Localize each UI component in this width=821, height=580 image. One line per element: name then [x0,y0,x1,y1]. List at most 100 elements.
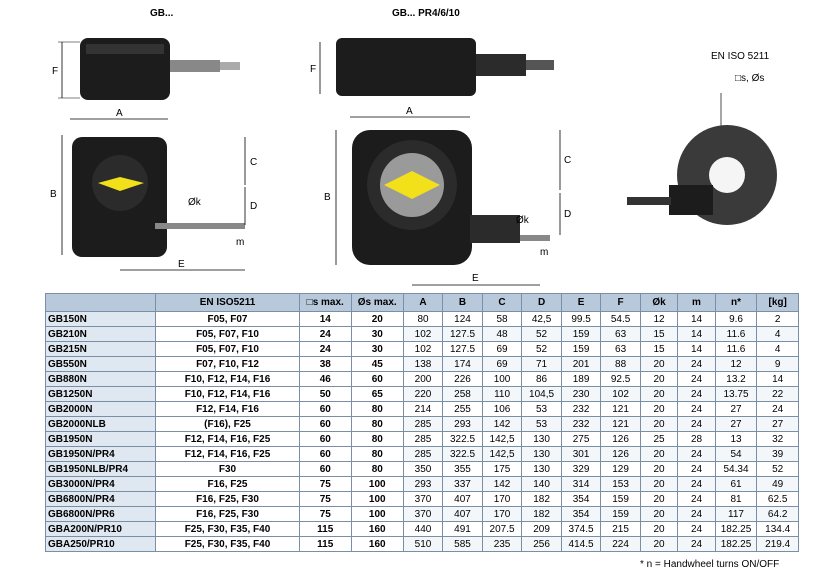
table-cell: F30 [155,461,300,477]
table-cell: 20 [639,521,679,537]
caption-right: GB... PR4/6/10 [392,8,460,19]
table-cell: 48 [481,326,523,342]
table-header-row: EN ISO5211 □s max. Øs max. A B C D E F Ø… [44,293,799,312]
table-cell: 63 [600,341,641,357]
table-cell: 54.5 [600,311,641,327]
table-cell: 215 [600,521,641,537]
table-cell: 13.2 [714,371,758,387]
table-cell: 102 [402,341,444,357]
table-cell: 20 [639,416,679,432]
table-cell: 20 [639,446,679,462]
header-cell: F [600,293,641,312]
table-cell: 329 [560,461,602,477]
model-cell: GB6800N/PR6 [44,506,157,522]
table-cell: 11.6 [714,326,758,342]
table-cell: 129 [600,461,641,477]
table-cell: 13.75 [714,386,758,402]
table-cell: 27 [756,416,799,432]
table-cell: F12, F14, F16, F25 [155,446,300,462]
dim-C-left: C [250,157,257,168]
table-cell: 104,5 [521,386,562,402]
table-cell: 200 [402,371,444,387]
header-cell: B [442,293,483,312]
table-cell: 130 [521,431,562,447]
table-cell: 60 [298,446,352,462]
header-cell: EN ISO5211 [155,293,300,312]
table-cell: 301 [560,446,602,462]
table-cell: 124 [442,311,483,327]
table-cell: 140 [521,476,562,492]
table-cell: 100 [481,371,523,387]
model-cell: GB1950NLB/PR4 [44,461,157,477]
table-cell: 100 [350,491,404,507]
table-cell: F05, F07, F10 [155,341,300,357]
table-cell: 175 [481,461,523,477]
table-cell: 61 [714,476,758,492]
table-cell: 127.5 [442,341,483,357]
table-cell: 293 [442,416,483,432]
table-cell: 92.5 [600,371,641,387]
header-cell: m [677,293,716,312]
dim-F-left: F [52,66,58,77]
table-cell: 322.5 [442,446,483,462]
table-cell: 407 [442,506,483,522]
table-cell: F05, F07, F10 [155,326,300,342]
caption-left: GB... [150,8,174,19]
table-cell: 491 [442,521,483,537]
table-cell: 138 [402,356,444,372]
table-cell: 20 [639,371,679,387]
table-cell: 62.5 [756,491,799,507]
table-cell: 255 [442,401,483,417]
table-cell: 414.5 [560,536,602,552]
table-cell: 117 [714,506,758,522]
model-cell: GB210N [44,326,157,342]
table-cell: 214 [402,401,444,417]
table-cell: 71 [521,356,562,372]
dim-F-right: F [310,64,316,75]
table-cell: 58 [481,311,523,327]
table-cell: 182 [521,506,562,522]
table-cell: 60 [350,371,404,387]
table-cell: 370 [402,491,444,507]
table-cell: 258 [442,386,483,402]
model-cell: GB215N [44,341,157,357]
table-cell: 121 [600,416,641,432]
table-cell: 24 [677,491,716,507]
table-cell: 115 [298,521,352,537]
table-cell: F16, F25 [155,476,300,492]
table-cell: 182.25 [714,536,758,552]
table-cell: 24 [677,416,716,432]
table-cell: 20 [639,401,679,417]
table-cell: 9.6 [714,311,758,327]
table-cell: 24 [677,476,716,492]
header-cell [44,293,157,312]
dim-B-right: B [324,192,331,203]
table-cell: 63 [600,326,641,342]
table-cell: 159 [560,341,602,357]
table-cell: 126 [600,446,641,462]
table-cell: 22 [756,386,799,402]
table-cell: 100 [350,476,404,492]
table-cell: F05, F07 [155,311,300,327]
table-cell: 142,5 [481,446,523,462]
table-cell: 209 [521,521,562,537]
table-cell: 2 [756,311,799,327]
iso-flange-view: EN ISO 5211 □s, Øs [627,51,777,225]
dim-A-left: A [116,108,123,119]
table-cell: 38 [298,356,352,372]
table-cell: 24 [298,341,352,357]
model-cell: GB880N [44,371,157,387]
table-cell: 159 [600,491,641,507]
iso-shaft-label: □s, Øs [735,73,764,84]
table-cell: 60 [298,401,352,417]
table-cell: 80 [402,311,444,327]
table-cell: 20 [639,386,679,402]
dim-E-right: E [472,273,479,284]
header-cell: A [402,293,444,312]
